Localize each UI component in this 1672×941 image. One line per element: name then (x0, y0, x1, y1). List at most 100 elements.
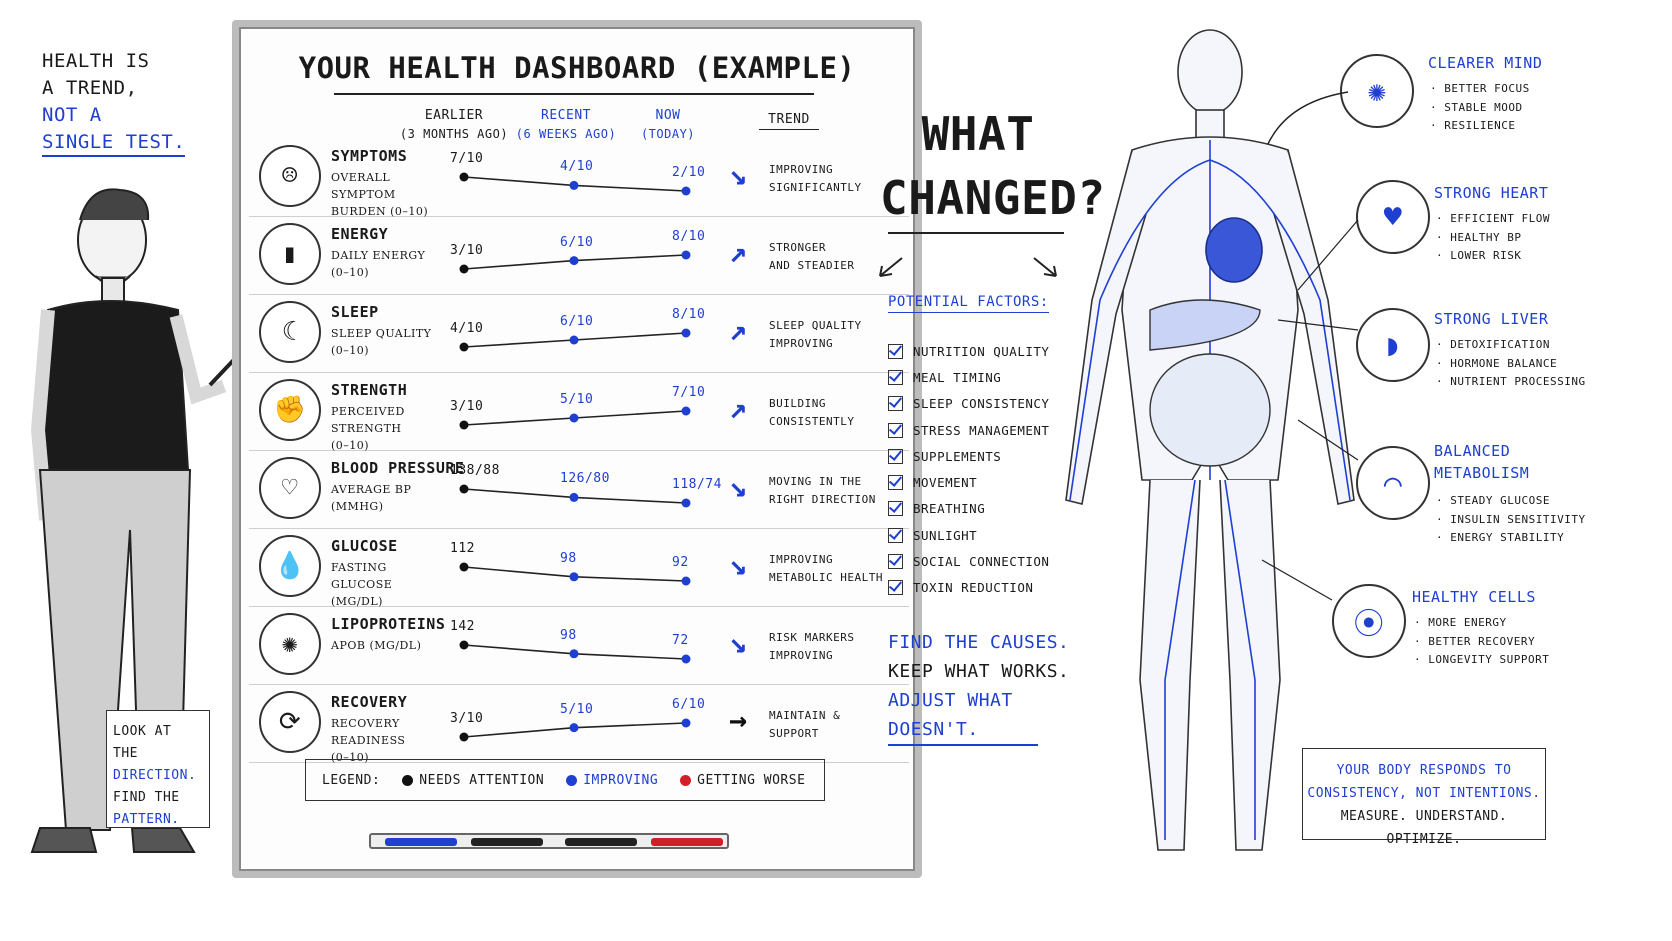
cycle-arrows-icon: ⟳ (259, 691, 321, 753)
metric-description: Perceived strength(0–10) (331, 403, 441, 454)
trend-arrow-down-icon: ↘ (729, 547, 748, 582)
column-now: NOW (TODAY) (623, 107, 713, 143)
drop-icon: 💧 (259, 535, 321, 597)
black-marker-2[interactable] (565, 838, 637, 846)
metric-name: GLUCOSE (331, 537, 398, 555)
checkbox-icon[interactable] (888, 475, 903, 491)
trend-text-line-2: SIGNIFICANTLY (769, 181, 862, 194)
benefit-item: · NUTRIENT PROCESSING (1436, 375, 1586, 388)
trend-arrow-up-icon: ↗ (729, 313, 748, 348)
legend-needs-attention: NEEDS ATTENTION (402, 773, 544, 788)
what-changed-line-1: WHAT (921, 107, 1035, 161)
trend-point (681, 328, 691, 338)
causes-line-2: KEEP WHAT WORKS. (888, 661, 1070, 682)
metric-description-line-1: Perceived strength (331, 405, 405, 435)
value-label: 5/10 (560, 701, 594, 717)
value-label: 112 (450, 541, 475, 556)
benefit-item: · HORMONE BALANCE (1436, 356, 1558, 370)
metric-name: SYMPTOMS (331, 147, 408, 165)
column-recent-sub: (6 WEEKS AGO) (515, 127, 617, 141)
what-changed-underline (888, 232, 1064, 234)
checkbox-icon[interactable] (888, 580, 903, 596)
intro-line-4: SINGLE TEST. (42, 131, 186, 157)
factor-item: MEAL TIMING (888, 364, 1049, 390)
look-line-1: LOOK AT THE (113, 724, 172, 761)
factor-item: TOXIN REDUCTION (888, 575, 1049, 601)
marker-tray (369, 833, 729, 849)
what-changed-line-2: CHANGED? (880, 171, 1106, 225)
battery-icon: ▮ (259, 223, 321, 285)
look-line-3: FIND THE (113, 790, 180, 805)
metric-description-line-1: Sleep quality (331, 327, 432, 340)
checkbox-icon[interactable] (888, 343, 903, 359)
metric-name: RECOVERY (331, 693, 408, 711)
metric-description-line-2: (0–10) (331, 344, 370, 357)
trend-point (569, 413, 579, 423)
trend-line-chart (459, 640, 691, 664)
blue-marker[interactable] (385, 838, 457, 846)
checkbox-icon[interactable] (888, 369, 903, 385)
factor-label: SUPPLEMENTS (913, 448, 1002, 464)
metric-name: STRENGTH (331, 381, 408, 399)
causes-line-4: DOESN'T. (888, 719, 979, 740)
checkbox-icon[interactable] (888, 527, 903, 543)
causes-text: FIND THE CAUSES. KEEP WHAT WORKS. ADJUST… (888, 628, 1069, 744)
column-recent: RECENT (6 WEEKS AGO) (511, 107, 621, 143)
factor-item: SUNLIGHT (888, 522, 1049, 548)
trend-point (459, 640, 469, 650)
legend-getting-worse: GETTING WORSE (680, 773, 805, 788)
value-label: 3/10 (450, 399, 484, 414)
factor-label: MOVEMENT (913, 475, 978, 491)
trend-line-chart (459, 484, 691, 508)
trend-point (459, 172, 469, 182)
benefit-item: · DETOXIFICATION (1436, 338, 1550, 351)
metric-description-line-1: Overall symptom (331, 171, 396, 201)
column-earlier-label: EARLIER (424, 108, 484, 123)
trend-arrow-up-icon: ↗ (729, 235, 748, 270)
metric-row-sleep: ☾SLEEPSleep quality(0–10)4/106/108/10↗SL… (249, 295, 909, 373)
factor-item: SLEEP CONSISTENCY (888, 391, 1049, 417)
metric-row-recovery: ⟳RECOVERYRecovery readiness(0–10)3/105/1… (249, 685, 909, 764)
checkbox-icon[interactable] (888, 501, 903, 517)
person-headache-icon: ☹ (259, 145, 321, 207)
checkbox-icon[interactable] (888, 422, 903, 438)
value-label: 8/10 (672, 229, 706, 244)
metric-row-energy: ▮ENERGYDaily energy(0–10)3/106/108/10↗ST… (249, 217, 909, 295)
trend-point (569, 723, 579, 733)
trend-line-chart (459, 406, 691, 430)
whiteboard: YOUR HEALTH DASHBOARD (EXAMPLE) EARLIER … (232, 20, 922, 878)
trend-text-line-1: SLEEP QUALITY (769, 319, 862, 332)
checkbox-icon[interactable] (888, 554, 903, 570)
trend-text-line-1: MOVING IN THE (769, 475, 862, 488)
trend-point (681, 250, 691, 260)
value-label: 142 (450, 619, 475, 634)
metric-row-glucose: 💧GLUCOSEFasting glucose(mg/dL)1129892↘IM… (249, 529, 909, 608)
value-label: 4/10 (560, 159, 594, 175)
trend-point (459, 732, 469, 742)
checkbox-icon[interactable] (888, 396, 903, 412)
benefit-title: STRONG HEART (1434, 182, 1548, 204)
factor-item: MOVEMENT (888, 469, 1049, 495)
benefit-title: STRONG LIVER (1434, 308, 1548, 330)
trend-line-chart (459, 250, 691, 274)
benefit-title: HEALTHY CELLS (1412, 586, 1536, 608)
metric-description-line-2: (mg/dL) (331, 595, 383, 608)
black-marker[interactable] (471, 838, 543, 846)
benefit-items: · EFFICIENT FLOW· HEALTHY BP· LOWER RISK (1436, 210, 1550, 266)
benefit-title-line-1: CLEARER MIND (1428, 54, 1543, 72)
metric-row-strength: ✊STRENGTHPerceived strength(0–10)3/105/1… (249, 373, 909, 454)
trend-text-line-2: METABOLIC HEALTH (769, 571, 883, 584)
board-title-underline (334, 93, 814, 95)
legend-getting-worse-label: GETTING WORSE (697, 772, 806, 788)
connector-arrows (1261, 91, 1359, 601)
benefit-title-line-1: STRONG HEART (1434, 184, 1549, 202)
red-marker[interactable] (651, 838, 723, 846)
factor-label: BREATHING (913, 501, 986, 517)
benefit-item: · BETTER FOCUS (1430, 82, 1530, 95)
intro-line-3: NOT A (42, 104, 102, 126)
checkbox-icon[interactable] (888, 448, 903, 464)
legend-blue-dot (566, 774, 578, 786)
